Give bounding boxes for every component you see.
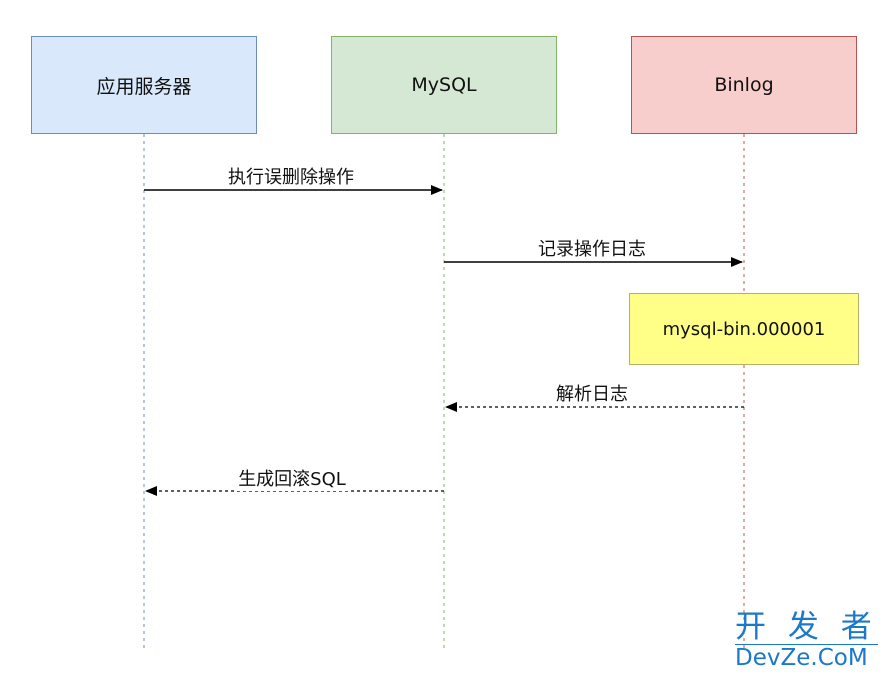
note-binlog-file: mysql-bin.000001 [629, 293, 859, 365]
watermark: 开 发 者 DevZe.CoM [735, 612, 878, 670]
actor-binlog: Binlog [631, 36, 857, 134]
message-label-2: 记录操作日志 [536, 235, 648, 261]
watermark-line1: 开 发 者 [735, 609, 878, 645]
message-label-4: 生成回滚SQL [236, 465, 348, 491]
actor-mysql: MySQL [331, 36, 557, 134]
message-label-3: 解析日志 [554, 380, 630, 406]
message-label-1: 执行误删除操作 [226, 163, 356, 189]
actor-app-server: 应用服务器 [31, 36, 257, 134]
watermark-line2: DevZe.CoM [735, 645, 868, 671]
